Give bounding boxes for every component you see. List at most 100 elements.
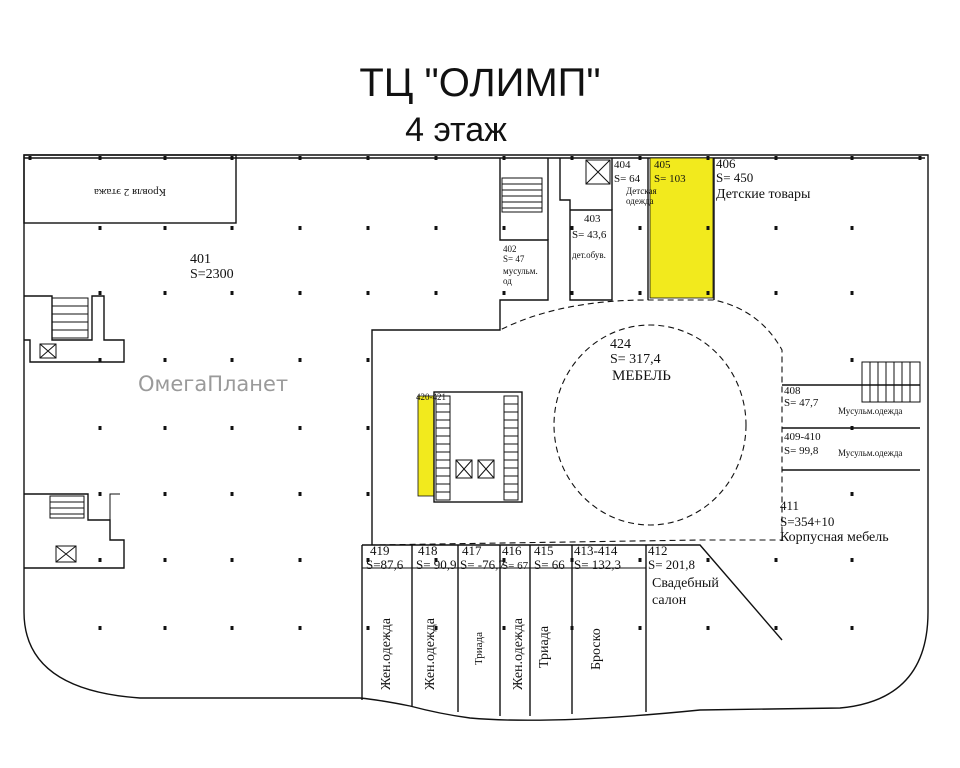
column-marker [850,626,854,630]
column-marker [163,291,167,295]
column-marker [163,226,167,230]
unit-412-name2: салон [652,593,687,608]
unit-420-num: 420-421 [416,392,446,402]
unit-418-num: 418 [418,543,438,558]
column-marker [230,426,234,430]
column-marker [98,426,102,430]
column-marker [850,492,854,496]
column-marker [850,426,854,430]
column-marker [774,558,778,562]
column-marker [502,291,506,295]
column-marker [774,226,778,230]
unit-408-area: S= 47,7 [784,397,819,409]
column-marker [230,358,234,362]
column-marker [366,426,370,430]
unit-402-num: 402 [503,244,517,254]
wall-tick [706,156,710,160]
column-marker [570,626,574,630]
column-grid [28,156,922,630]
column-marker [163,358,167,362]
unit-409-area: S= 99,8 [784,445,819,457]
unit-402-name2: од [503,276,512,286]
unit-411-num: 411 [780,498,799,513]
column-marker [298,626,302,630]
unit-401-area: S=2300 [190,267,234,282]
column-marker [706,558,710,562]
unit-418-name: Жен.одежда [423,617,438,690]
column-marker [638,558,642,562]
unit-413-num: 413-414 [574,543,618,558]
stair-block-left-bottom [24,493,125,569]
column-marker [163,626,167,630]
column-marker [366,358,370,362]
unit-405-highlight [649,157,714,299]
unit-408-num: 408 [784,385,801,397]
unit-402-area: S= 47 [503,254,525,264]
unit-405-num: 405 [654,159,671,171]
unit-419-num: 419 [370,543,390,558]
column-marker [230,626,234,630]
column-marker [434,291,438,295]
column-marker [230,492,234,496]
column-marker [502,626,506,630]
column-marker [850,226,854,230]
roof-label: Кровля 2 этажа [94,186,166,198]
unit-420-highlight [417,395,435,497]
wall-tick [918,156,922,160]
column-marker [570,226,574,230]
column-marker [502,558,506,562]
unit-424-num: 424 [610,337,631,352]
column-marker [230,291,234,295]
wall-tick [28,156,32,160]
column-marker [230,226,234,230]
column-marker [230,558,234,562]
unit-412-num: 412 [648,543,668,558]
column-marker [774,291,778,295]
column-marker [366,226,370,230]
unit-416-name: Жен.одежда [511,617,526,690]
unit-417-area: S= -76,7 [460,557,505,572]
unit-408-name: Мусульм.одежда [838,406,902,416]
unit-405-area: S= 103 [654,173,686,185]
unit-406-name: Детские товары [716,187,811,202]
column-marker [98,492,102,496]
column-marker [850,558,854,562]
unit-411-area: S=354+10 [780,514,834,529]
wall-tick [366,156,370,160]
unit-401-num: 401 [190,252,211,267]
column-marker [638,626,642,630]
column-marker [298,226,302,230]
column-marker [706,291,710,295]
column-marker [98,358,102,362]
column-marker [298,492,302,496]
unit-424-area: S= 317,4 [610,352,661,367]
wall-tick [298,156,302,160]
unit-406-area: S= 450 [716,170,753,185]
column-marker [366,291,370,295]
column-marker [298,426,302,430]
column-marker [638,226,642,230]
column-marker [163,492,167,496]
atrium-circle [553,324,747,526]
column-marker [570,558,574,562]
unit-404-name1: Детская [626,186,657,196]
unit-416-area: S= 67 [502,560,529,572]
column-marker [98,291,102,295]
unit-404-area: S= 64 [614,173,641,185]
unit-417-num: 417 [462,543,482,558]
column-marker [850,291,854,295]
unit-415-area: S= 66 [534,557,565,572]
unit-415-num: 415 [534,543,554,558]
column-marker [163,558,167,562]
column-marker [434,226,438,230]
unit-412-area: S= 201,8 [648,557,695,572]
column-marker [298,558,302,562]
unit-412-name1: Свадебный [652,576,719,591]
unit-418-area: S= 90,9 [416,557,457,572]
stair-block-left-top [24,295,125,363]
unit-417-name: Триада [473,632,485,665]
unit-416-num: 416 [502,543,522,558]
unit-411-name: Корпусная мебель [780,530,889,545]
wall-tick [638,156,642,160]
